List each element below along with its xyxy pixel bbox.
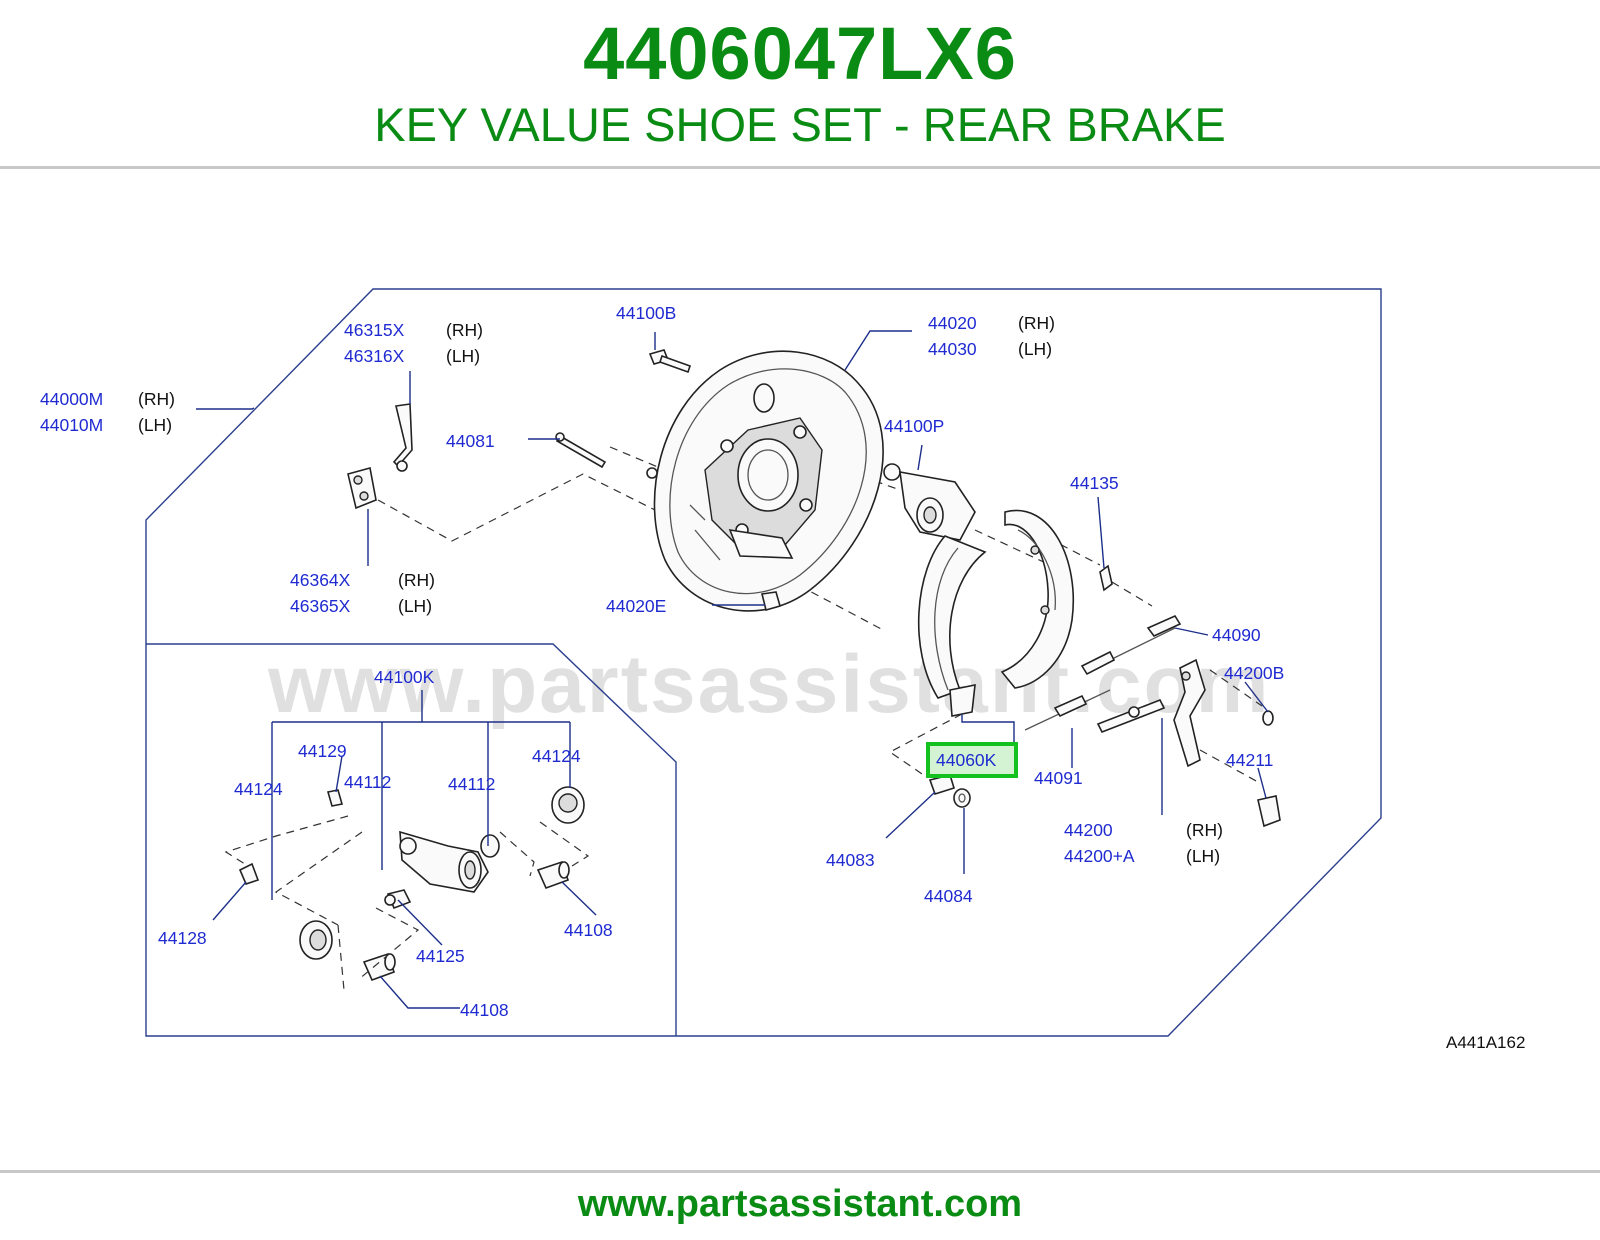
wheel-cylinder-frame	[146, 643, 677, 1036]
callout-46364X[interactable]: 46364X	[290, 570, 351, 590]
callout-44112[interactable]: 44112	[448, 774, 495, 794]
callout-side: (LH)	[398, 596, 432, 616]
washer-44084	[953, 788, 971, 808]
callout-44125[interactable]: 44125	[416, 946, 465, 966]
diagram-reference-code: A441A162	[1446, 1033, 1525, 1052]
wheel-cylinder-body	[399, 830, 489, 893]
highlight-box-44060K	[926, 742, 1018, 778]
callout-44200A[interactable]: 44200+A	[1064, 846, 1135, 866]
bleeder-screw-44125	[384, 889, 412, 910]
callout-44060K[interactable]: 44060K	[936, 750, 997, 770]
callout-44100B[interactable]: 44100B	[616, 303, 676, 323]
callout-side: (RH)	[1186, 820, 1223, 840]
parking-brake-lever-44200	[1096, 658, 1206, 768]
callout-44030[interactable]: 44030	[928, 339, 977, 359]
callout-46315X[interactable]: 46315X	[344, 320, 405, 340]
callout-44128[interactable]: 44128	[158, 928, 207, 948]
bracket-46364X	[347, 466, 377, 510]
brake-pipe-46315X	[392, 403, 413, 472]
callout-side: (LH)	[1018, 339, 1052, 359]
hold-down-pin-44081	[555, 432, 607, 469]
cap-44129	[326, 789, 344, 807]
piston-44108-left	[362, 952, 396, 982]
callout-side: (RH)	[138, 389, 175, 409]
callout-side: (LH)	[1186, 846, 1220, 866]
boot-44124-right	[551, 786, 585, 824]
washer-44200B	[1262, 710, 1274, 726]
callout-side: (LH)	[138, 415, 172, 435]
callout-44010M[interactable]: 44010M	[40, 415, 103, 435]
backing-plate	[646, 350, 884, 612]
callout-44135[interactable]: 44135	[1070, 473, 1119, 493]
callout-44124[interactable]: 44124	[532, 746, 581, 766]
callout-side: (RH)	[398, 570, 435, 590]
callout-44211[interactable]: 44211	[1226, 750, 1273, 770]
callout-44084[interactable]: 44084	[924, 886, 973, 906]
callout-44083[interactable]: 44083	[826, 850, 875, 870]
callout-44108[interactable]: 44108	[564, 920, 613, 940]
callout-44200[interactable]: 44200	[1064, 820, 1113, 840]
footer-url[interactable]: www.partsassistant.com	[577, 1183, 1023, 1225]
callout-44108[interactable]: 44108	[460, 1000, 509, 1020]
callout-46316X[interactable]: 46316X	[344, 346, 405, 366]
callout-44124[interactable]: 44124	[234, 779, 283, 799]
callout-44081[interactable]: 44081	[446, 431, 495, 451]
part-title: KEY VALUE SHOE SET - REAR BRAKE	[374, 98, 1226, 151]
callout-44129[interactable]: 44129	[298, 741, 347, 761]
callout-44020E[interactable]: 44020E	[606, 596, 666, 616]
spring-44091	[1024, 689, 1111, 731]
bleeder-cap-44128	[238, 862, 260, 885]
boot-44124-left	[299, 920, 333, 960]
piston-44108-right	[536, 860, 570, 890]
callout-44091[interactable]: 44091	[1034, 768, 1083, 788]
spring-44090	[1080, 614, 1182, 676]
bolt-44100B	[648, 349, 692, 374]
callout-44090[interactable]: 44090	[1212, 625, 1261, 645]
callout-44020[interactable]: 44020	[928, 313, 977, 333]
leader-lines	[196, 330, 1269, 1009]
callout-44200B[interactable]: 44200B	[1224, 663, 1284, 683]
wheel-cylinder-dashed-lines	[224, 815, 590, 991]
assembly-frame-outer	[145, 288, 1382, 1037]
piston-44112	[480, 834, 500, 858]
brake-shoe-front	[917, 535, 987, 717]
footer-divider	[0, 1170, 1600, 1173]
callout-side: (RH)	[446, 320, 483, 340]
callout-44000M[interactable]: 44000M	[40, 389, 103, 409]
retainer-clip-44135	[1099, 564, 1113, 592]
part-number-heading: 4406047LX6	[583, 12, 1017, 95]
header-divider	[0, 166, 1600, 169]
adjuster-44211	[1257, 795, 1281, 828]
wheel-cylinder-44100P	[883, 463, 976, 541]
callout-side: (LH)	[446, 346, 480, 366]
callout-46365X[interactable]: 46365X	[290, 596, 351, 616]
callout-44112[interactable]: 44112	[344, 772, 391, 792]
watermark-text: www.partsassistant.com	[267, 639, 1271, 730]
callout-44100K[interactable]: 44100K	[374, 667, 435, 687]
nut-44020E	[761, 591, 781, 611]
brake-shoe-rear	[1000, 509, 1074, 689]
callout-side: (RH)	[1018, 313, 1055, 333]
callout-44100P[interactable]: 44100P	[884, 416, 944, 436]
